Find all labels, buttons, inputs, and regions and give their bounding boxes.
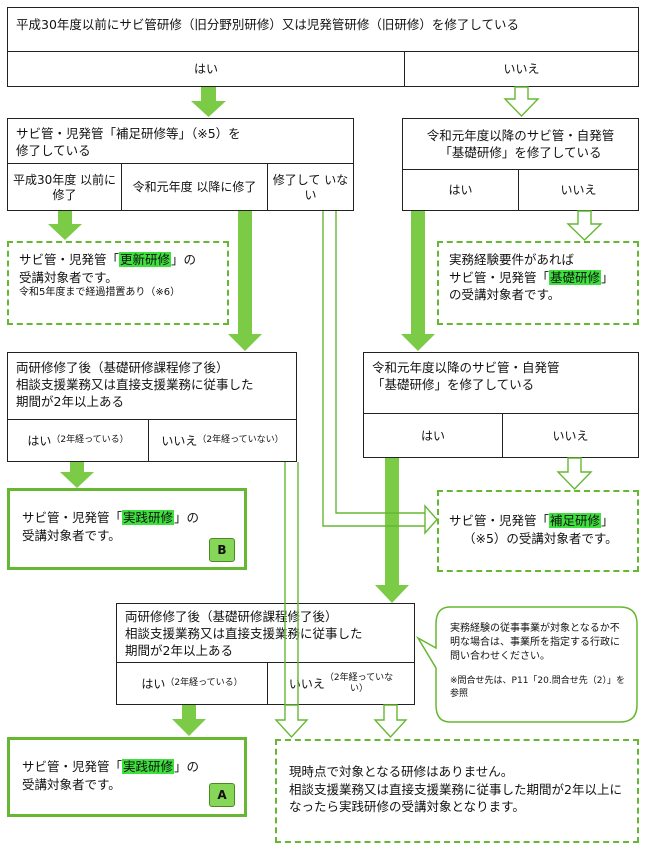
experience-question-text-1: 両研修修了後（基礎研修課程修了後） 相談支援業務又は直接支援業務に従事した 期間… [16, 360, 254, 409]
experience-question-text-2: 両研修修了後（基礎研修課程修了後） 相談支援業務又は直接支援業務に従事した 期間… [125, 609, 363, 658]
basic-question-text-1: 令和元年度以降のサビ管・自発管 「基礎研修」を修了している [426, 128, 615, 160]
experience-question-box-1: 両研修修了後（基礎研修課程修了後） 相談支援業務又は直接支援業務に従事した 期間… [7, 352, 297, 462]
result-no-training: 現時点で対象となる研修はありません。 相談支援業務又は直接支援業務に従事した期間… [275, 739, 639, 843]
experience-answer-yes-2: はい（2年経っている） [117, 662, 267, 705]
result-none-line1: 現時点で対象となる研修はありません。 [289, 764, 514, 779]
supplement-option-not-completed: 修了して いない [267, 163, 353, 211]
result-basic-line2: サビ管・児発管「基礎研修」 [449, 269, 627, 287]
arrow-left-opt1 [48, 211, 82, 240]
arrow-mid-yes [60, 462, 94, 488]
result-basic-post: 」 [601, 269, 614, 285]
practice-a-post: 」の [174, 759, 200, 774]
basic-answer-no-2: いいえ [502, 413, 638, 458]
badge-a: A [209, 783, 235, 807]
top-answer-no: いいえ [404, 51, 638, 87]
arrow-left-opt2 [228, 211, 262, 351]
basic-answer-yes-1: はい [403, 169, 518, 211]
result-basic-training: 実務経験要件があれば サビ管・児発管「基礎研修」 の受講対象者です。 [437, 241, 639, 325]
arrow-bottom-no-2 [373, 704, 408, 739]
result-practice-a-line2: 受講対象者です。 [22, 776, 121, 792]
experience-no-label-1: いいえ [161, 433, 198, 448]
arrow-right1-no [566, 210, 603, 241]
experience-no-note-2: （2年経っていな い） [324, 672, 394, 694]
supplement-question-text: サビ管・児発管「補足研修等」（※5）を 修了している [16, 126, 241, 158]
result-update-training: サビ管・児発管「更新研修」の 受講対象者です。 令和5年度まで経過措置あり（※6… [7, 241, 229, 325]
result-practice-a-line1: サビ管・児発管「実践研修」の [22, 758, 232, 776]
top-answer-yes: はい [8, 51, 404, 87]
experience-answer-yes-1: はい（2年経っている） [8, 419, 148, 462]
practice-b-pre: サビ管・児発管「 [22, 510, 123, 525]
result-update-line2: 受講対象者です。 [19, 269, 118, 285]
arrow-bottom-no-1 [274, 704, 309, 739]
experience-yes-label-2: はい [141, 676, 166, 691]
top-question-text: 平成30年度以前にサビ管研修（旧分野別研修）又は児発管研修（旧研修）を修了してい… [16, 17, 520, 32]
result-supplement-line2: （※5）の受講対象者です。 [463, 530, 618, 546]
experience-yes-note-1: （2年経っている） [51, 435, 129, 446]
result-update-line1: サビ管・児発管「更新研修」の [19, 251, 217, 269]
arrow-bottom-yes [172, 705, 206, 736]
result-update-pre: サビ管・児発管「 [19, 252, 120, 267]
experience-question-box-2: 両研修修了後（基礎研修課程修了後） 相談支援業務又は直接支援業務に従事した 期間… [116, 603, 415, 705]
experience-answer-no-2: いいえ（2年経っていな い） [267, 662, 414, 705]
result-practice-a: サビ管・児発管「実践研修」の 受講対象者です。 [7, 737, 247, 817]
supplement-option-before-h30: 平成30年度 以前に修了 [8, 163, 121, 211]
callout-text: 実務経験の従事事業が対象となるか不明な場合は、事業所を指定する行政に問い合わせく… [450, 623, 620, 662]
result-update-highlight: 更新研修 [119, 252, 172, 267]
result-practice-b: サビ管・児発管「実践研修」の 受講対象者です。 [7, 488, 247, 570]
result-supplement-line1: サビ管・児発管「補足研修」 [449, 512, 627, 530]
basic-question-text-2: 令和元年度以降のサビ管・自発管 「基礎研修」を修了している [372, 360, 560, 392]
arrow-right2-no [556, 457, 593, 491]
result-update-note: 令和5年度まで経過措置あり（※6） [19, 287, 181, 298]
arrow-head-supplement [424, 504, 438, 535]
basic-answer-yes-2: はい [364, 413, 502, 458]
experience-answer-no-1: いいえ（2年経っていない） [148, 419, 296, 462]
result-basic-line3: の受講対象者です。 [449, 287, 561, 302]
arrow-top-yes [191, 87, 226, 117]
arrow-right-yes [401, 211, 435, 351]
practice-b-highlight: 実践研修 [122, 510, 175, 525]
experience-no-note-1: （2年経っていない） [197, 435, 284, 446]
basic-question-box-2: 令和元年度以降のサビ管・自発管 「基礎研修」を修了している はい いいえ [363, 352, 639, 458]
experience-yes-note-2: （2年経っている） [165, 678, 243, 689]
result-update-post: 」の [171, 252, 197, 267]
result-practice-b-line1: サビ管・児発管「実践研修」の [22, 509, 232, 527]
top-question-box: 平成30年度以前にサビ管研修（旧分野別研修）又は児発管研修（旧研修）を修了してい… [7, 7, 639, 87]
arrow-right2-yes [375, 458, 409, 603]
basic-question-box-1: 令和元年度以降のサビ管・自発管 「基礎研修」を修了している はい いいえ [402, 118, 639, 211]
result-basic-highlight: 基礎研修 [549, 269, 602, 285]
practice-b-post: 」の [174, 510, 200, 525]
practice-a-pre: サビ管・児発管「 [22, 759, 123, 774]
callout-reference: ※問合せ先は、P11「20.問合せ先（2）」を参照 [450, 676, 625, 699]
basic-answer-no-1: いいえ [518, 169, 638, 211]
supplement-pre: サビ管・児発管「 [449, 513, 550, 528]
result-basic-line1: 実務経験要件があれば [449, 252, 575, 267]
experience-yes-label-1: はい [27, 433, 52, 448]
supplement-question-box: サビ管・児発管「補足研修等」（※5）を 修了している 平成30年度 以前に修了 … [7, 118, 354, 211]
supplement-highlight: 補足研修 [549, 513, 602, 528]
badge-b: B [209, 538, 235, 562]
result-supplement-training: サビ管・児発管「補足研修」 （※5）の受講対象者です。 [437, 490, 639, 572]
supplement-option-after-r1: 令和元年度 以降に修了 [121, 163, 267, 211]
supplement-post: 」 [601, 513, 614, 528]
practice-a-highlight: 実践研修 [122, 759, 175, 774]
result-none-line2: 相談支援業務又は直接支援業務に従事した期間が2年以上になったら実践研修の受講対象… [289, 781, 622, 815]
result-basic-pre: サビ管・児発管「 [449, 269, 550, 285]
result-practice-b-line2: 受講対象者です。 [22, 527, 121, 543]
experience-no-label-2: いいえ [288, 676, 325, 691]
arrow-top-no [503, 86, 540, 118]
